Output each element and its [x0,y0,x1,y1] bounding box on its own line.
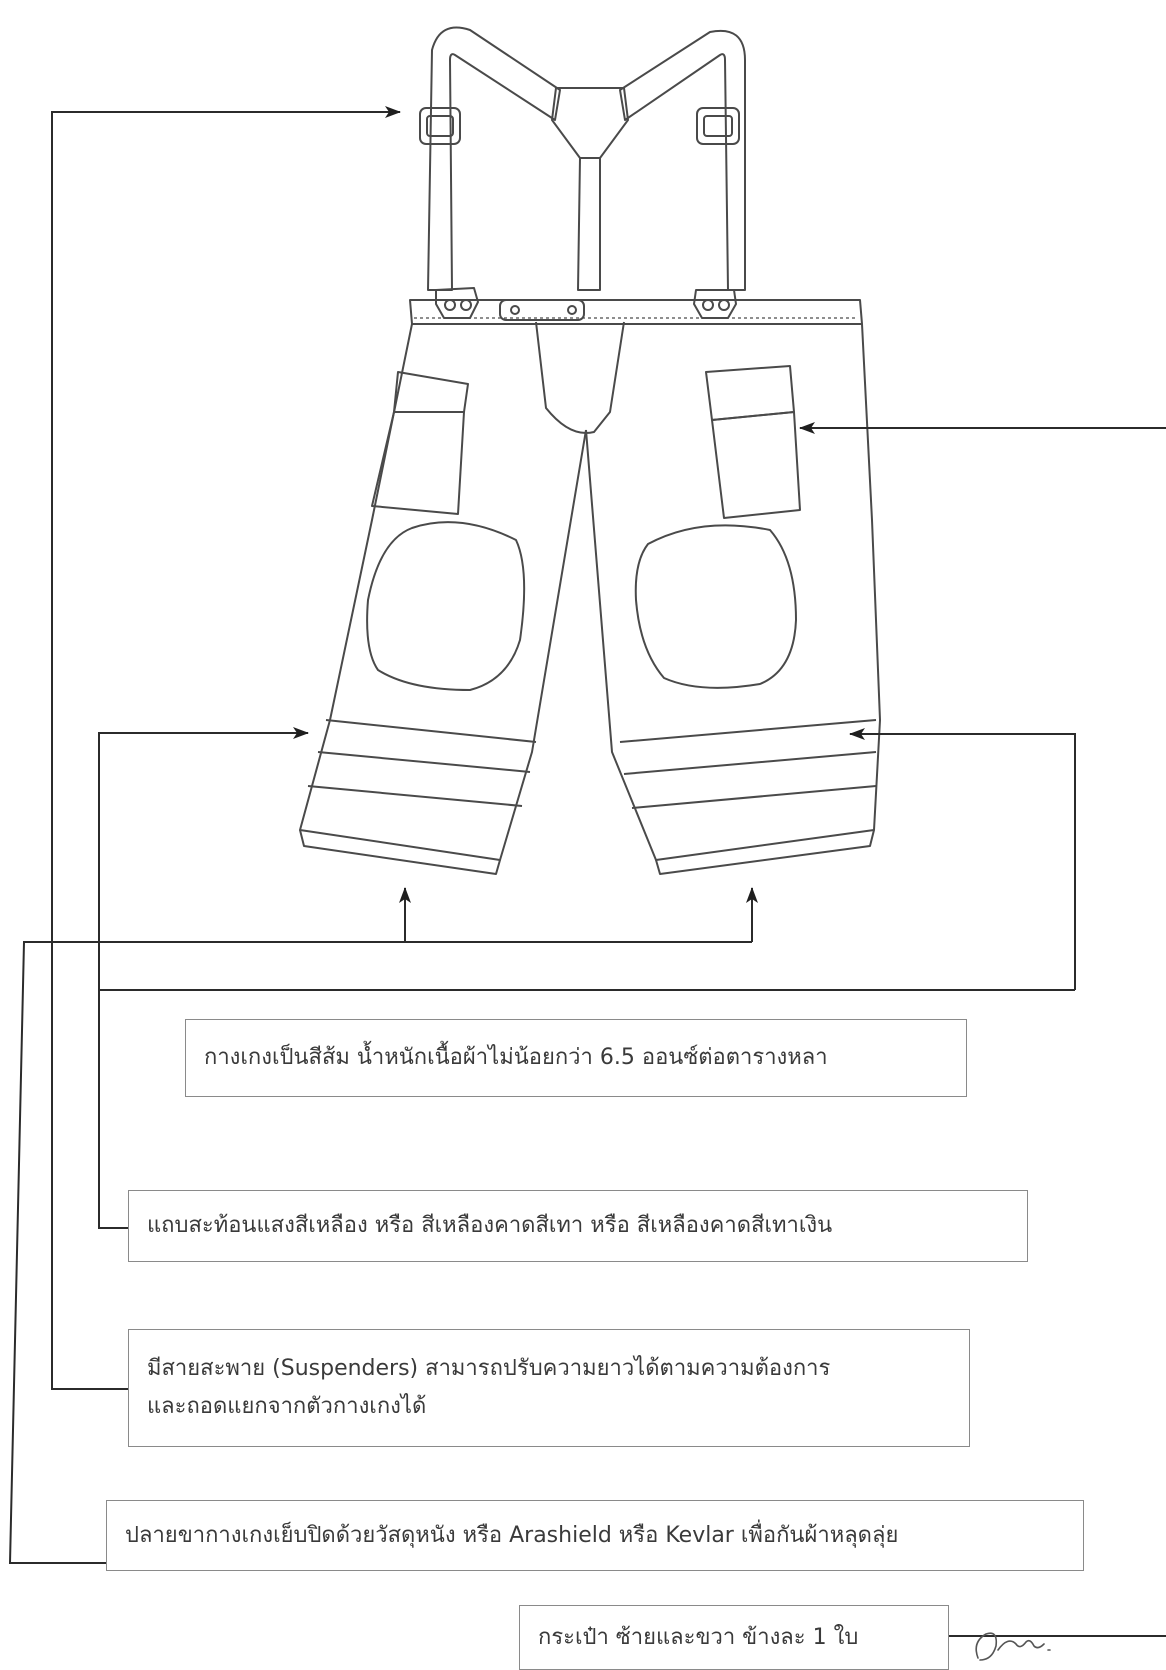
callout-hem: ปลายขากางเกงเย็บปิดด้วยวัสดุหนัง หรือ Ar… [106,1500,1084,1571]
leader-lines [8,106,1166,1637]
pocket-drawings [371,365,801,519]
suspenders-drawing [419,26,746,321]
leader-hem [8,941,752,1564]
callout-hem-text: ปลายขากางเกงเย็บปิดด้วยวัสดุหนัง หรือ Ar… [125,1522,899,1548]
right-leg-drawing [585,323,881,861]
callout-trouser-color-text: กางเกงเป็นสีส้ม น้ำหนักเนื้อผ้าไม่น้อยกว… [204,1045,828,1070]
callout-pockets: กระเป๋า ซ้ายและขวา ข้างละ 1 ใบ [519,1605,949,1670]
trousers-illustration [299,26,881,875]
left-knee-pad-drawing [366,521,526,691]
callout-suspenders-line2: และถอดแยกจากตัวกางเกงได้ [147,1394,427,1419]
leader-tape [98,727,309,1229]
left-leg-drawing [299,323,587,861]
right-knee-pad-drawing [634,524,797,689]
leader-suspenders [51,106,401,1390]
callout-pockets-text: กระเป๋า ซ้ายและขวา ข้างละ 1 ใบ [538,1624,859,1650]
callout-suspenders: มีสายสะพาย (Suspenders) สามารถปรับความยา… [128,1329,970,1447]
leader-tape-right [849,728,1076,990]
callout-suspenders-line1: มีสายสะพาย (Suspenders) สามารถปรับความยา… [147,1356,831,1381]
callout-trouser-color: กางเกงเป็นสีส้ม น้ำหนักเนื้อผ้าไม่น้อยกว… [185,1019,967,1097]
reflective-band-drawing [307,719,537,807]
callout-reflective-tape-text: แถบสะท้อนแสงสีเหลือง หรือ สีเหลืองคาดสีเ… [147,1213,833,1238]
handwritten-signature [975,1632,1051,1661]
callout-reflective-tape: แถบสะท้อนแสงสีเหลือง หรือ สีเหลืองคาดสีเ… [128,1190,1028,1262]
